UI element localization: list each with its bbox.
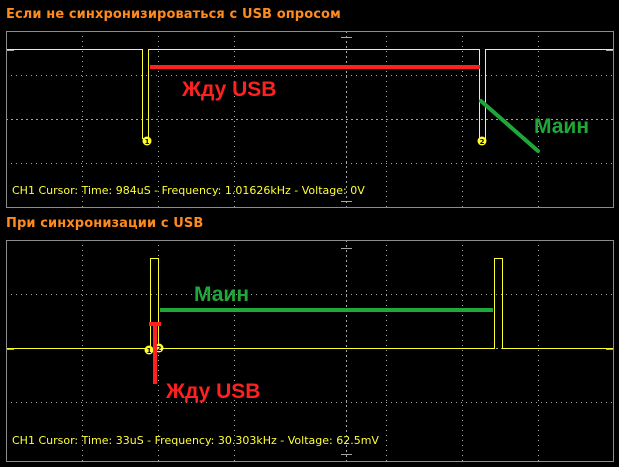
- scope-screen-2: 1 2: [6, 240, 614, 462]
- oscilloscope-panel-1: 1 2 Жду USB Маин CH1 Cursor: Time: 984uS…: [6, 31, 614, 208]
- main-label-1: Маин: [534, 115, 590, 138]
- cursor-marker-1b[interactable]: 2: [477, 136, 487, 147]
- signal-trace-2: [6, 258, 614, 349]
- center-axes-1: [6, 31, 614, 208]
- main-label-2: Маин: [194, 283, 250, 306]
- cursor-marker-2a[interactable]: 1: [144, 345, 154, 356]
- panel-2-title: При синхронизации с USB: [6, 216, 204, 231]
- center-axes-2: [6, 240, 614, 462]
- svg-text:2: 2: [157, 345, 162, 353]
- wait-usb-label-1: Жду USB: [182, 78, 277, 101]
- cursor-readout-2: CH1 Cursor: Time: 33uS - Frequency: 30.3…: [12, 434, 379, 447]
- svg-text:1: 1: [147, 347, 152, 355]
- wait-usb-label-2: Жду USB: [166, 380, 261, 403]
- wait-usb-marker: [149, 322, 161, 384]
- cursor-readout-1: CH1 Cursor: Time: 984uS - Frequency: 1.0…: [12, 184, 365, 197]
- oscilloscope-panel-2: 1 2 Маин Жду USB CH1 Cursor: Time: 33uS …: [6, 240, 614, 462]
- signal-trace-1: [6, 49, 614, 139]
- panel-1-title: Если не синхронизироваться с USB опросом: [6, 7, 341, 22]
- svg-text:2: 2: [480, 138, 485, 146]
- scope-screen-1: 1 2: [6, 31, 614, 208]
- cursor-marker-1a[interactable]: 1: [142, 136, 152, 147]
- grid-2: [6, 240, 614, 462]
- main-pointer-line-1: [479, 99, 540, 153]
- svg-text:1: 1: [145, 138, 150, 146]
